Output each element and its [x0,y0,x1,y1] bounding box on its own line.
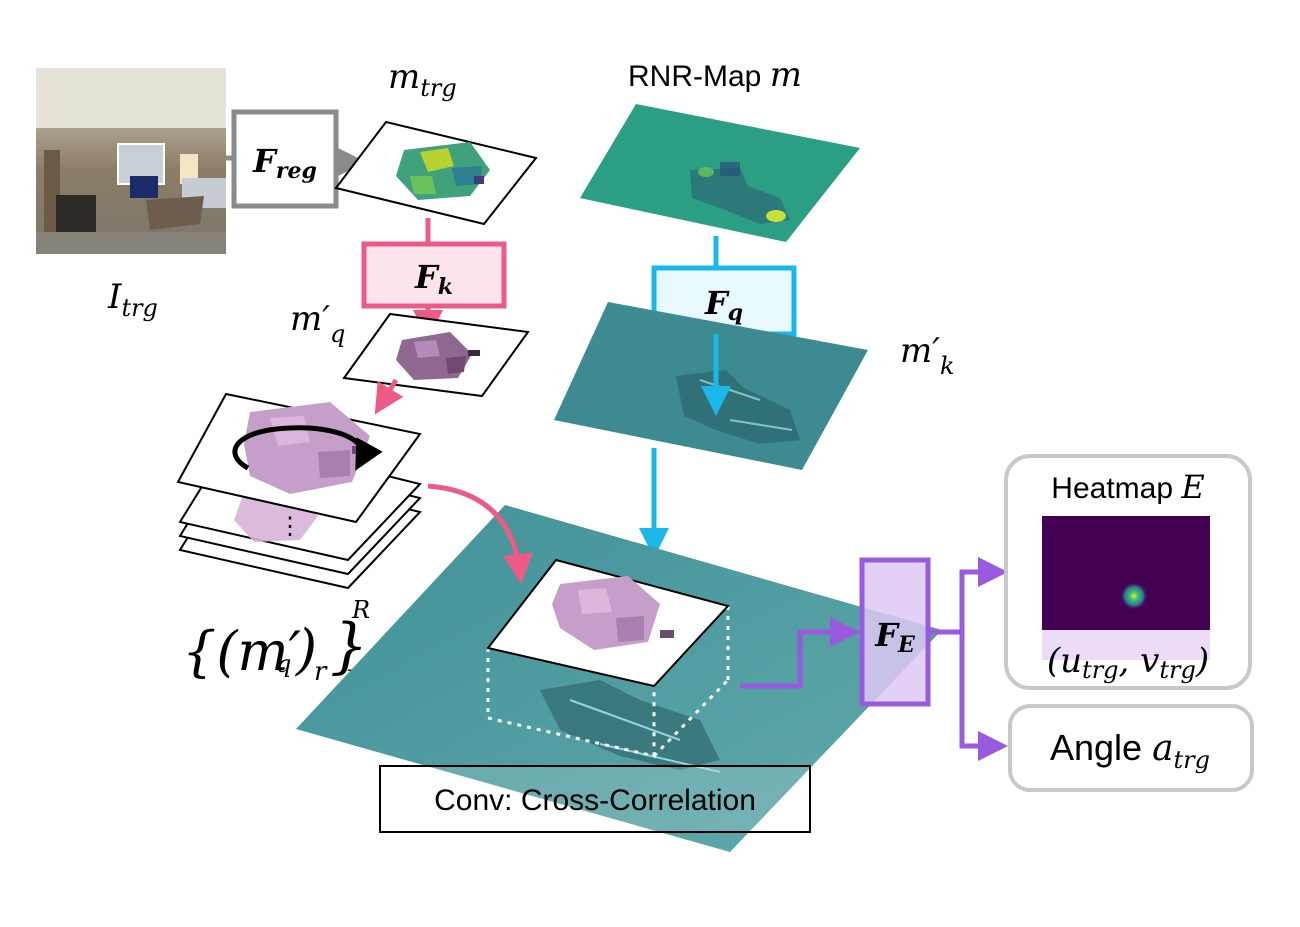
f-k-label: Fk [414,258,453,300]
angle-panel [1008,704,1254,792]
angle-label: Angle atrg [1050,727,1210,774]
f-e-block [859,557,931,707]
stack-dots: ⋮ [278,513,302,540]
i-trg-label: Itrg [107,277,158,322]
fe-to-heatmap-arrow [928,557,1008,635]
heatmap-caption-strip [1042,630,1210,660]
query-overlay-blob [552,576,674,650]
input-image [36,68,226,254]
heatmap-peak [1120,582,1148,610]
f-reg-label: Freg [252,142,317,184]
svg-text:R: R [351,596,370,624]
m-trg-blob [396,142,490,200]
coords-label: (utrg, vtrg) [1047,641,1209,684]
rnr-map-structure [690,162,790,224]
f-e-label: FE [874,616,916,658]
mq-to-stack-arrow [374,378,404,415]
corr-to-fe-arrow [740,617,860,689]
conv-label-box [379,765,811,833]
m-q-prime-label: m′q [290,299,345,348]
f-k-block [361,241,507,309]
rotated-stack [176,392,422,590]
rotation-set-label: {(m′ q ) r } R r=1 [182,596,393,688]
f-q-label: Fq [704,284,743,326]
svg-text:r: r [314,657,328,687]
svg-text:q: q [276,650,291,678]
stack-to-corr-arrow [427,483,533,584]
f-reg-block [231,109,339,209]
heatmap-image [1042,516,1210,630]
correlation-map-structure [540,680,721,773]
rotation-arrow [232,425,383,471]
m-q-prime-blob [396,332,480,380]
svg-text:): ) [295,618,317,681]
svg-text:{(m′: {(m′ [182,620,301,683]
fe-to-angle-arrow [959,632,1008,761]
m-trg-label: mtrg [388,57,457,102]
m-k-prime-label: m′k [900,331,955,380]
conv-label: Conv: Cross-Correlation [434,784,756,817]
heatmap-title: Heatmap E [1051,468,1204,506]
search-window-box [486,606,730,758]
rnr-map-label: RNR-Map m [628,55,802,95]
